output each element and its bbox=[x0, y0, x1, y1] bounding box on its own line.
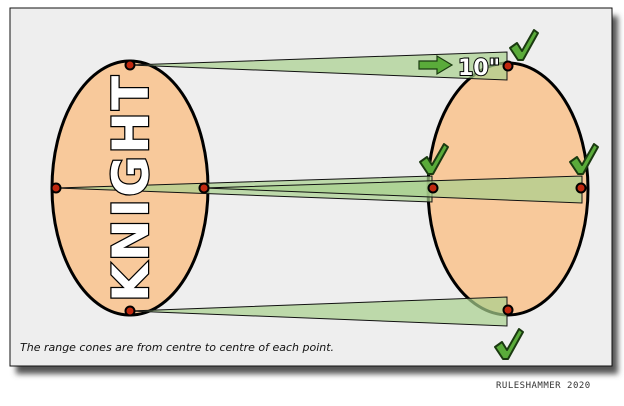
arrow-right-icon bbox=[418, 54, 454, 76]
target-point-top bbox=[502, 60, 514, 72]
target-point-left bbox=[427, 182, 439, 194]
range-label: 10" bbox=[458, 56, 500, 81]
knight-point-bottom bbox=[124, 305, 136, 317]
knight-label: KNIGHT bbox=[102, 74, 160, 302]
target-point-bottom bbox=[502, 304, 514, 316]
caption: The range cones are from centre to centr… bbox=[20, 341, 335, 354]
knight-point-left bbox=[50, 182, 62, 194]
knight-point-right bbox=[198, 182, 210, 194]
target-point-right bbox=[575, 182, 587, 194]
knight-point-top bbox=[124, 59, 136, 71]
credit: RULESHAMMER 2020 bbox=[496, 381, 591, 391]
